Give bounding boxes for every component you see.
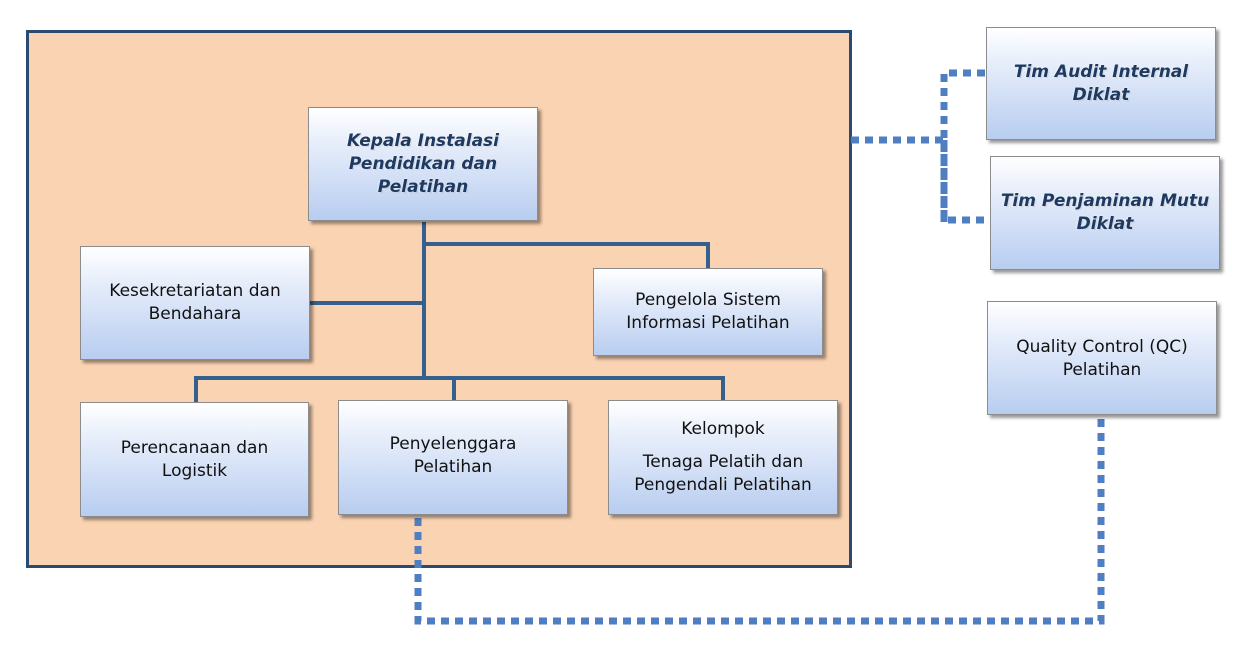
info-system-box[interactable]: Pengelola Sistem Informasi Pelatihan: [593, 268, 823, 356]
trainers-box[interactable]: Kelompok Tenaga Pelatih dan Pengendali P…: [608, 400, 838, 515]
dotted-link-qa: [940, 140, 990, 224]
secretariat-line-1: Kesekretariatan dan: [109, 281, 281, 301]
audit-box[interactable]: Tim Audit Internal Diklat: [986, 27, 1216, 140]
audit-line-1: Tim Audit Internal: [1013, 61, 1189, 82]
secretariat-box[interactable]: Kesekretariatan dan Bendahara: [80, 246, 310, 360]
trainers-line-2: Pengendali Pelatihan: [634, 475, 812, 495]
dotted-link-qc-organizer: [414, 418, 1105, 625]
info-system-line-2: Informasi Pelatihan: [626, 313, 790, 333]
organizer-line-1: Penyelenggara: [389, 434, 517, 454]
head-line-3: Pelatihan: [377, 176, 469, 197]
trainers-title: Kelompok: [681, 419, 765, 439]
audit-line-2: Diklat: [1072, 84, 1130, 105]
head-box[interactable]: Kepala Instalasi Pendidikan dan Pelatiha…: [308, 107, 538, 221]
organizer-box[interactable]: Penyelenggara Pelatihan: [338, 400, 568, 515]
planning-box[interactable]: Perencanaan dan Logistik: [80, 402, 309, 517]
head-line-1: Kepala Instalasi: [346, 130, 500, 151]
quality-control-line-2: Pelatihan: [1062, 360, 1142, 380]
trainers-line-1: Tenaga Pelatih dan: [642, 452, 804, 472]
planning-line-1: Perencanaan dan: [120, 437, 269, 458]
secretariat-line-2: Bendahara: [148, 304, 242, 324]
quality-control-box[interactable]: Quality Control (QC) Pelatihan: [987, 301, 1217, 415]
dotted-link-audit: [940, 69, 986, 222]
planning-line-2: Logistik: [161, 460, 228, 481]
info-system-line-1: Pengelola Sistem: [635, 290, 781, 310]
organizer-line-2: Pelatihan: [413, 457, 493, 477]
quality-assurance-line-1: Tim Penjaminan Mutu: [1000, 191, 1210, 211]
head-line-2: Pendidikan dan: [348, 153, 498, 174]
quality-assurance-box[interactable]: Tim Penjaminan Mutu Diklat: [990, 156, 1220, 270]
quality-assurance-line-2: Diklat: [1076, 214, 1134, 234]
quality-control-line-1: Quality Control (QC): [1016, 337, 1188, 357]
